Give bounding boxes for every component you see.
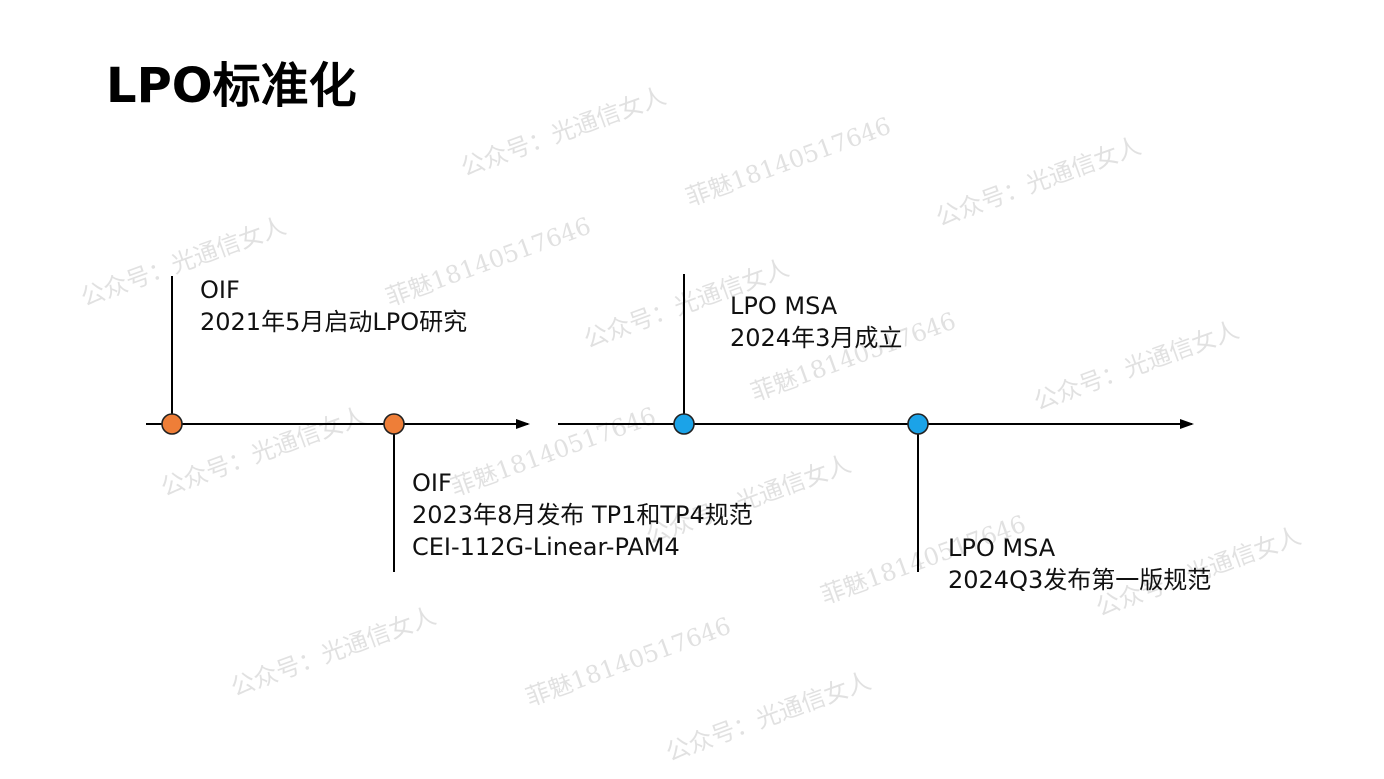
event-node-oif-2023	[383, 413, 405, 435]
event-desc: 2023年8月发布 TP1和TP4规范	[412, 501, 753, 529]
event-org: OIF	[200, 276, 240, 304]
event-node-msa-2024	[673, 413, 695, 435]
event-extra: CEI-112G-Linear-PAM4	[412, 533, 680, 561]
event-org: LPO MSA	[730, 292, 838, 320]
event-org: LPO MSA	[948, 534, 1056, 562]
event-node-oif-2021	[161, 413, 183, 435]
event-label-oif-2023: OIF 2023年8月发布 TP1和TP4规范 CEI-112G-Linear-…	[412, 467, 753, 563]
event-desc: 2021年5月启动LPO研究	[200, 308, 468, 336]
event-label-msa-2024: LPO MSA 2024年3月成立	[730, 290, 902, 354]
event-desc: 2024年3月成立	[730, 324, 903, 352]
event-label-oif-2021: OIF 2021年5月启动LPO研究	[200, 274, 467, 338]
event-label-msa-2024q3: LPO MSA 2024Q3发布第一版规范	[948, 532, 1211, 596]
page-title: LPO标准化	[106, 58, 357, 114]
event-desc: 2024Q3发布第一版规范	[948, 566, 1212, 594]
event-node-msa-2024q3	[907, 413, 929, 435]
event-org: OIF	[412, 469, 452, 497]
